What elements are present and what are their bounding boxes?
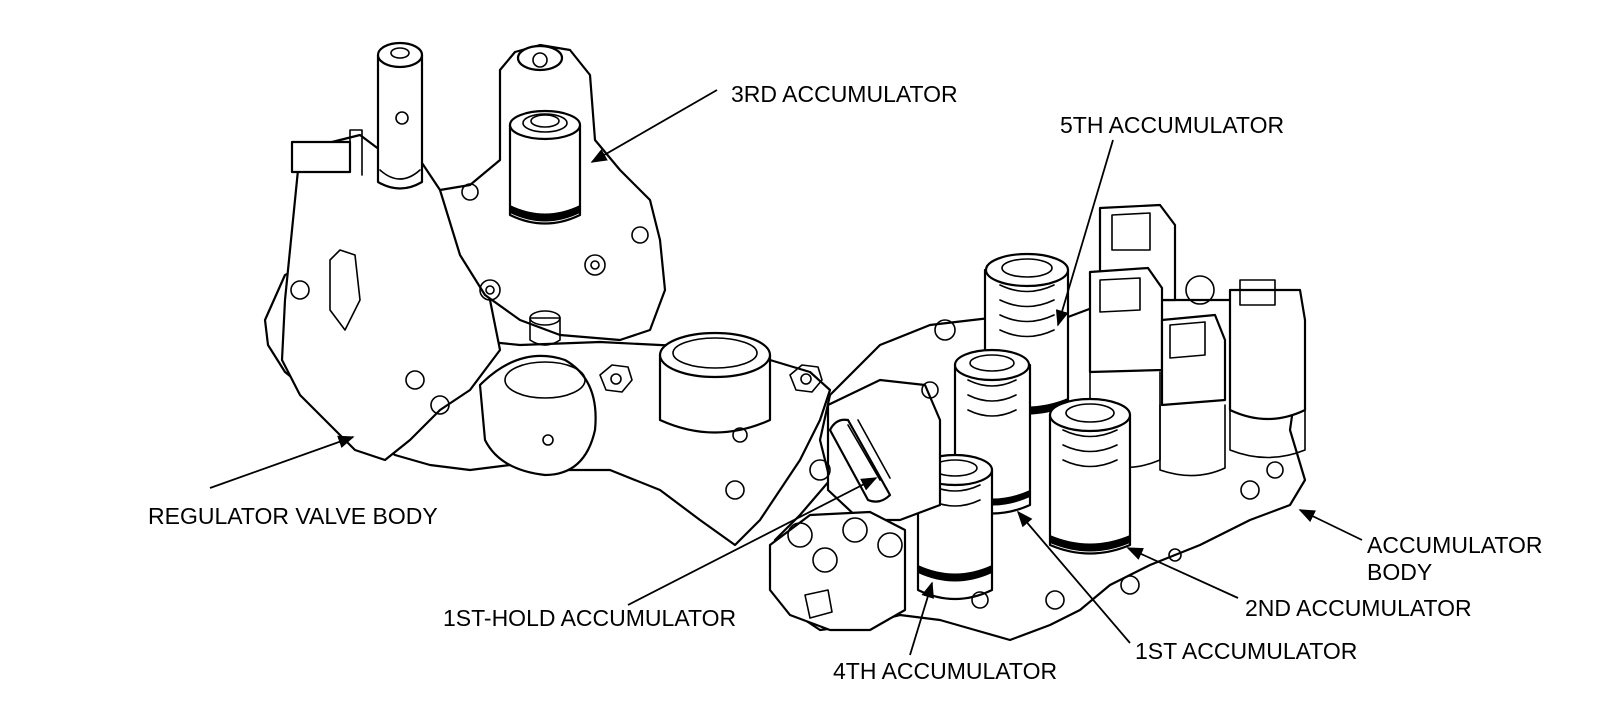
label-3rd-accumulator: 3RD ACCUMULATOR [731,81,958,107]
regulator-valve-body-illustration [263,41,832,547]
label-accumulator-body-line2: BODY [1367,559,1432,585]
accumulator-body-illustration [768,203,1307,642]
label-2nd-accumulator: 2ND ACCUMULATOR [1245,595,1472,621]
leader-lines [209,89,1363,656]
label-1st-hold-accumulator: 1ST-HOLD ACCUMULATOR [443,605,736,631]
label-5th-accumulator: 5TH ACCUMULATOR [1060,112,1284,138]
label-accumulator-body-line1: ACCUMULATOR [1367,532,1543,558]
label-1st-accumulator: 1ST ACCUMULATOR [1135,638,1357,664]
label-regulator-valve-body: REGULATOR VALVE BODY [148,503,438,529]
label-4th-accumulator: 4TH ACCUMULATOR [833,658,1057,684]
